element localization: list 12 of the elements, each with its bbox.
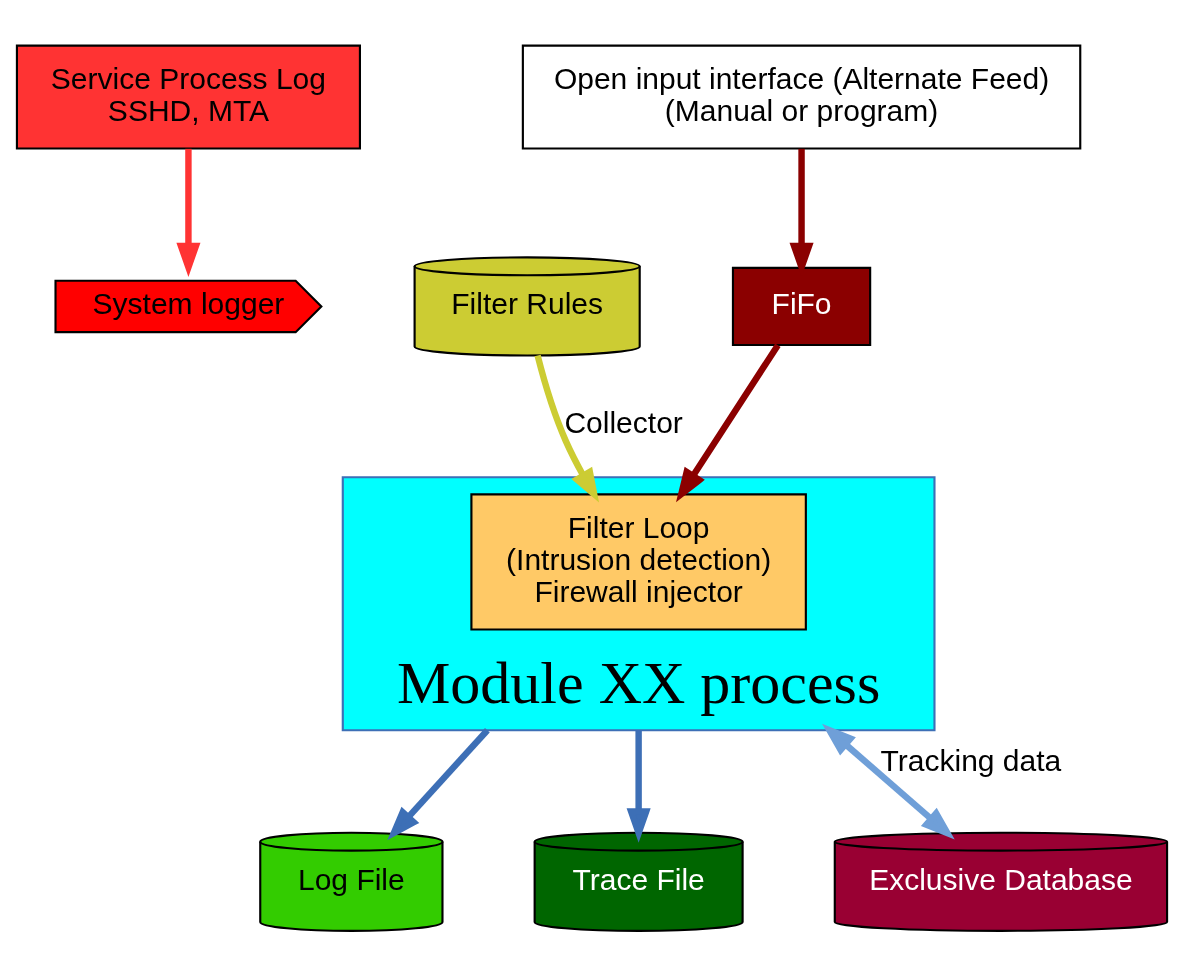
node-box: Filter Loop (Intrusion detection) Firewall injector bbox=[470, 493, 807, 631]
edge-label: Collector bbox=[564, 405, 683, 439]
arrow bbox=[626, 730, 651, 843]
node-box: Service Process Log SSHD, MTA bbox=[15, 44, 361, 150]
edge-label: Tracking data bbox=[880, 744, 1062, 778]
arrow bbox=[176, 148, 201, 278]
arrow bbox=[534, 354, 600, 503]
arrow bbox=[822, 723, 955, 840]
arrow bbox=[387, 728, 490, 841]
arrow bbox=[676, 343, 781, 503]
node-box: FiFo bbox=[731, 266, 872, 347]
node-box: Open input interface (Alternate Feed) (Manual or program) bbox=[521, 44, 1082, 150]
